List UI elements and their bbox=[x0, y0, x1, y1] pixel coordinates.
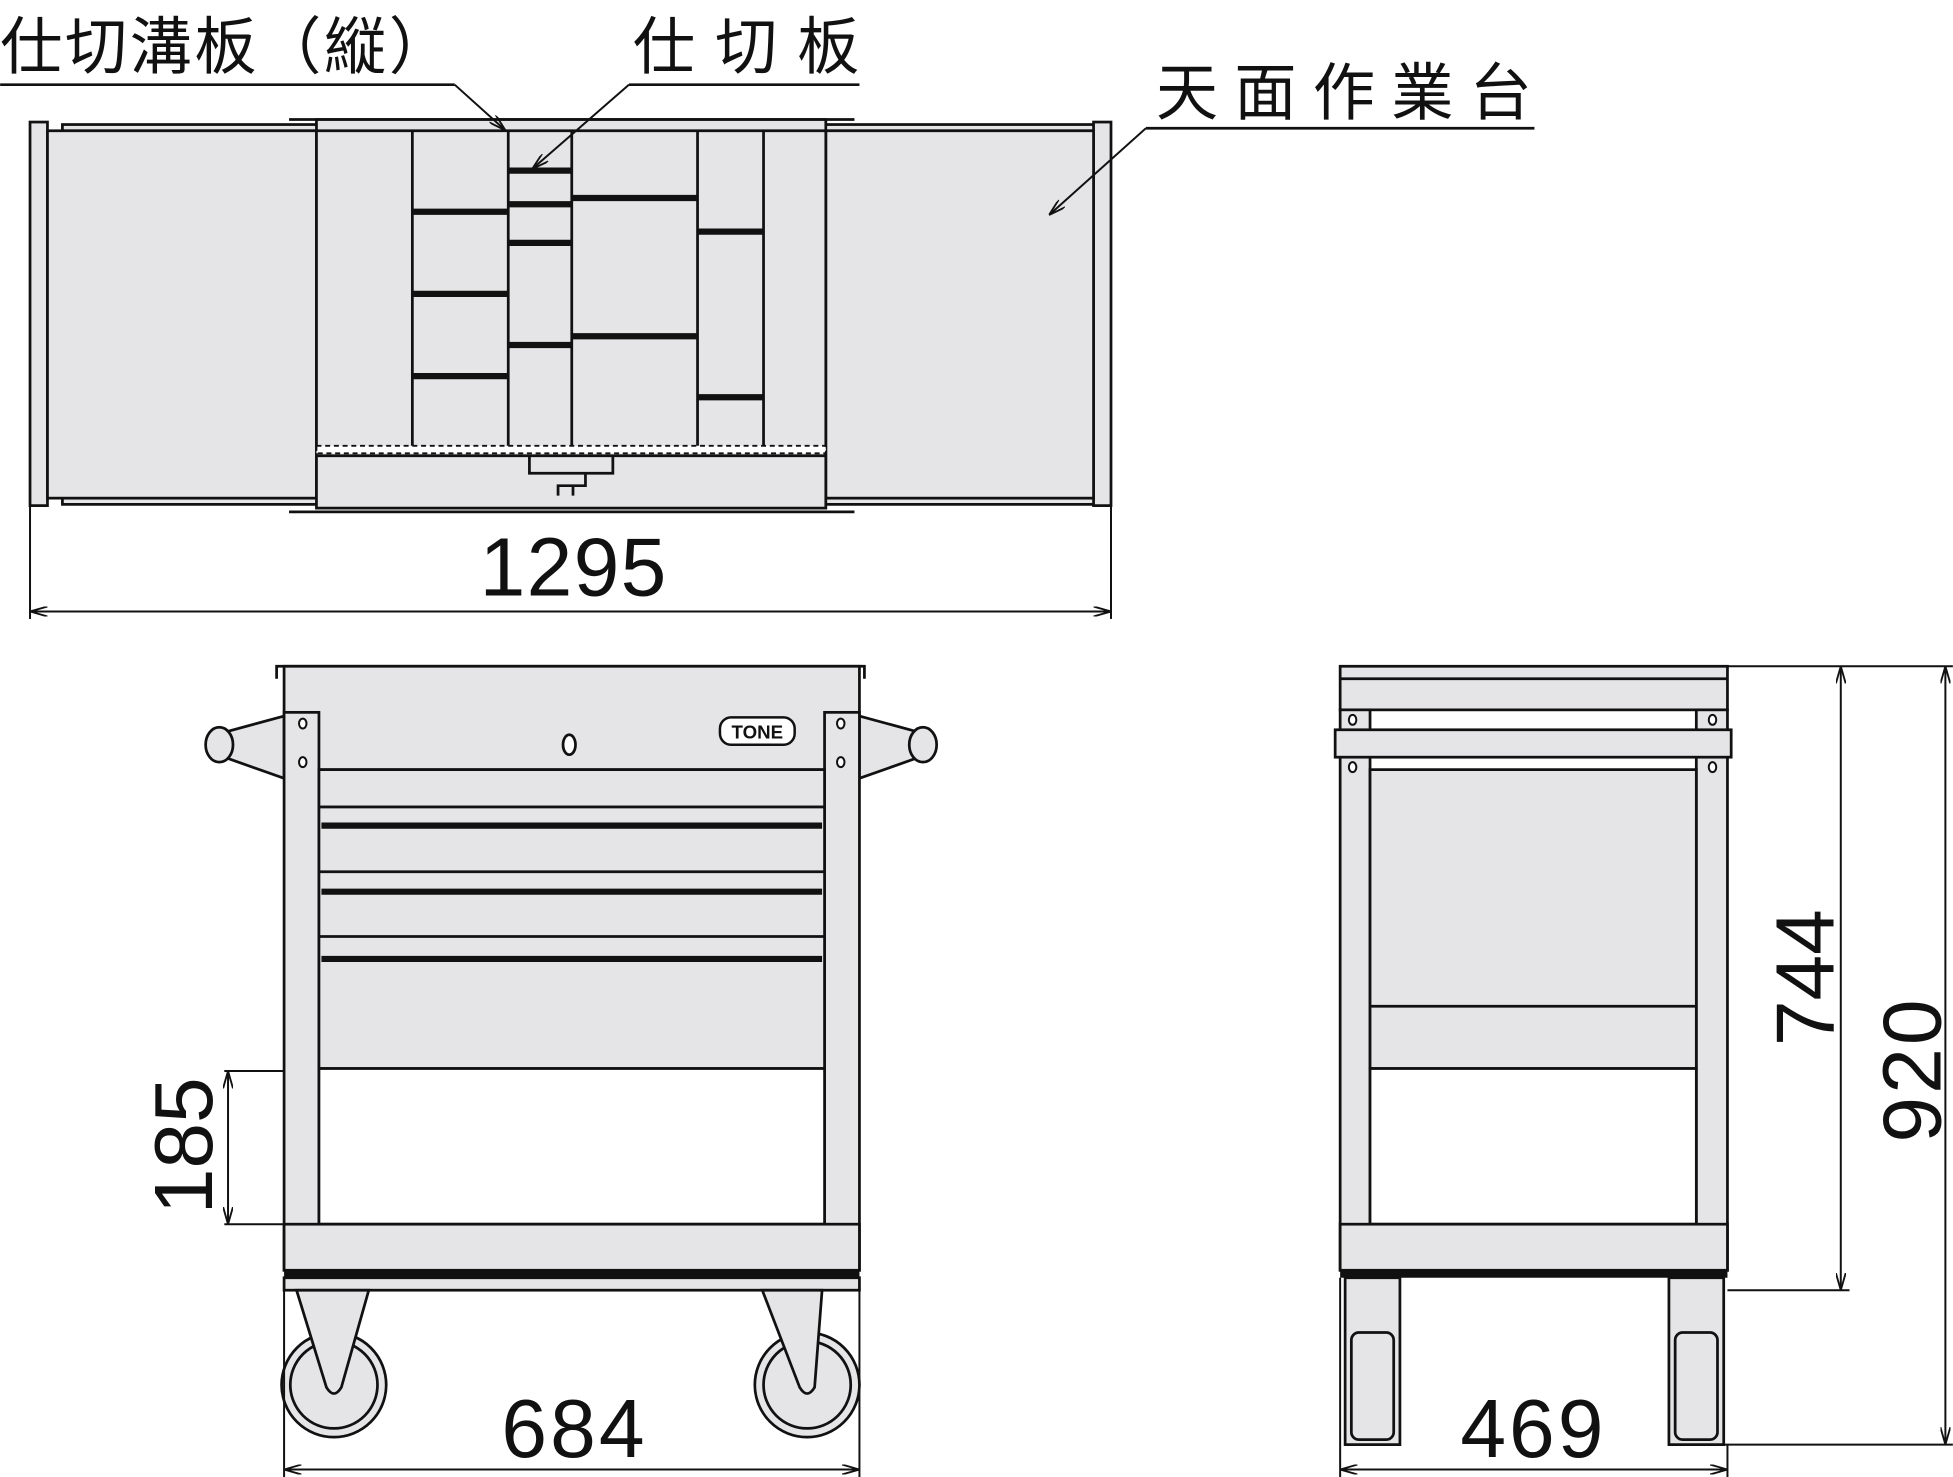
latch bbox=[528, 455, 615, 496]
label-partition-groove-board: 仕切溝板（縦） bbox=[0, 10, 451, 83]
left-caster bbox=[280, 1288, 388, 1439]
dimension-744: 744 bbox=[1760, 909, 1851, 1046]
dimension-185: 185 bbox=[139, 1077, 230, 1214]
dimension-920: 920 bbox=[1867, 999, 1953, 1142]
left-work-table bbox=[46, 129, 318, 500]
right-work-table bbox=[824, 129, 1095, 500]
right-post bbox=[823, 710, 861, 1272]
side-casters bbox=[1343, 1276, 1726, 1446]
side-view: 744 920 469 bbox=[1333, 664, 1953, 1477]
left-post bbox=[282, 710, 321, 1272]
label-partition-board: 仕切板 bbox=[633, 10, 860, 83]
right-end-cap bbox=[1092, 120, 1113, 507]
side-top bbox=[1338, 664, 1729, 712]
vertical-dividers bbox=[410, 130, 765, 446]
side-panel bbox=[1368, 768, 1698, 1070]
svg-text:TONE: TONE bbox=[732, 722, 784, 743]
side-handle-bar bbox=[1333, 728, 1733, 759]
top-view: 仕切溝板（縦） 仕切板 天面作業台 1295 bbox=[0, 10, 1535, 619]
lock-icon bbox=[561, 733, 577, 757]
bottom-shelf bbox=[282, 1222, 861, 1272]
dimension-684: 684 bbox=[501, 1384, 644, 1475]
left-end-cap bbox=[28, 120, 49, 507]
label-top-work-table: 天面作業台 bbox=[1156, 57, 1532, 130]
dimension-1295: 1295 bbox=[480, 522, 667, 613]
dimension-469: 469 bbox=[1460, 1384, 1603, 1475]
tone-logo: TONE bbox=[718, 716, 796, 746]
horizontal-dividers bbox=[412, 167, 764, 401]
right-caster bbox=[753, 1288, 861, 1439]
front-view: TONE 185 684 bbox=[139, 664, 939, 1477]
